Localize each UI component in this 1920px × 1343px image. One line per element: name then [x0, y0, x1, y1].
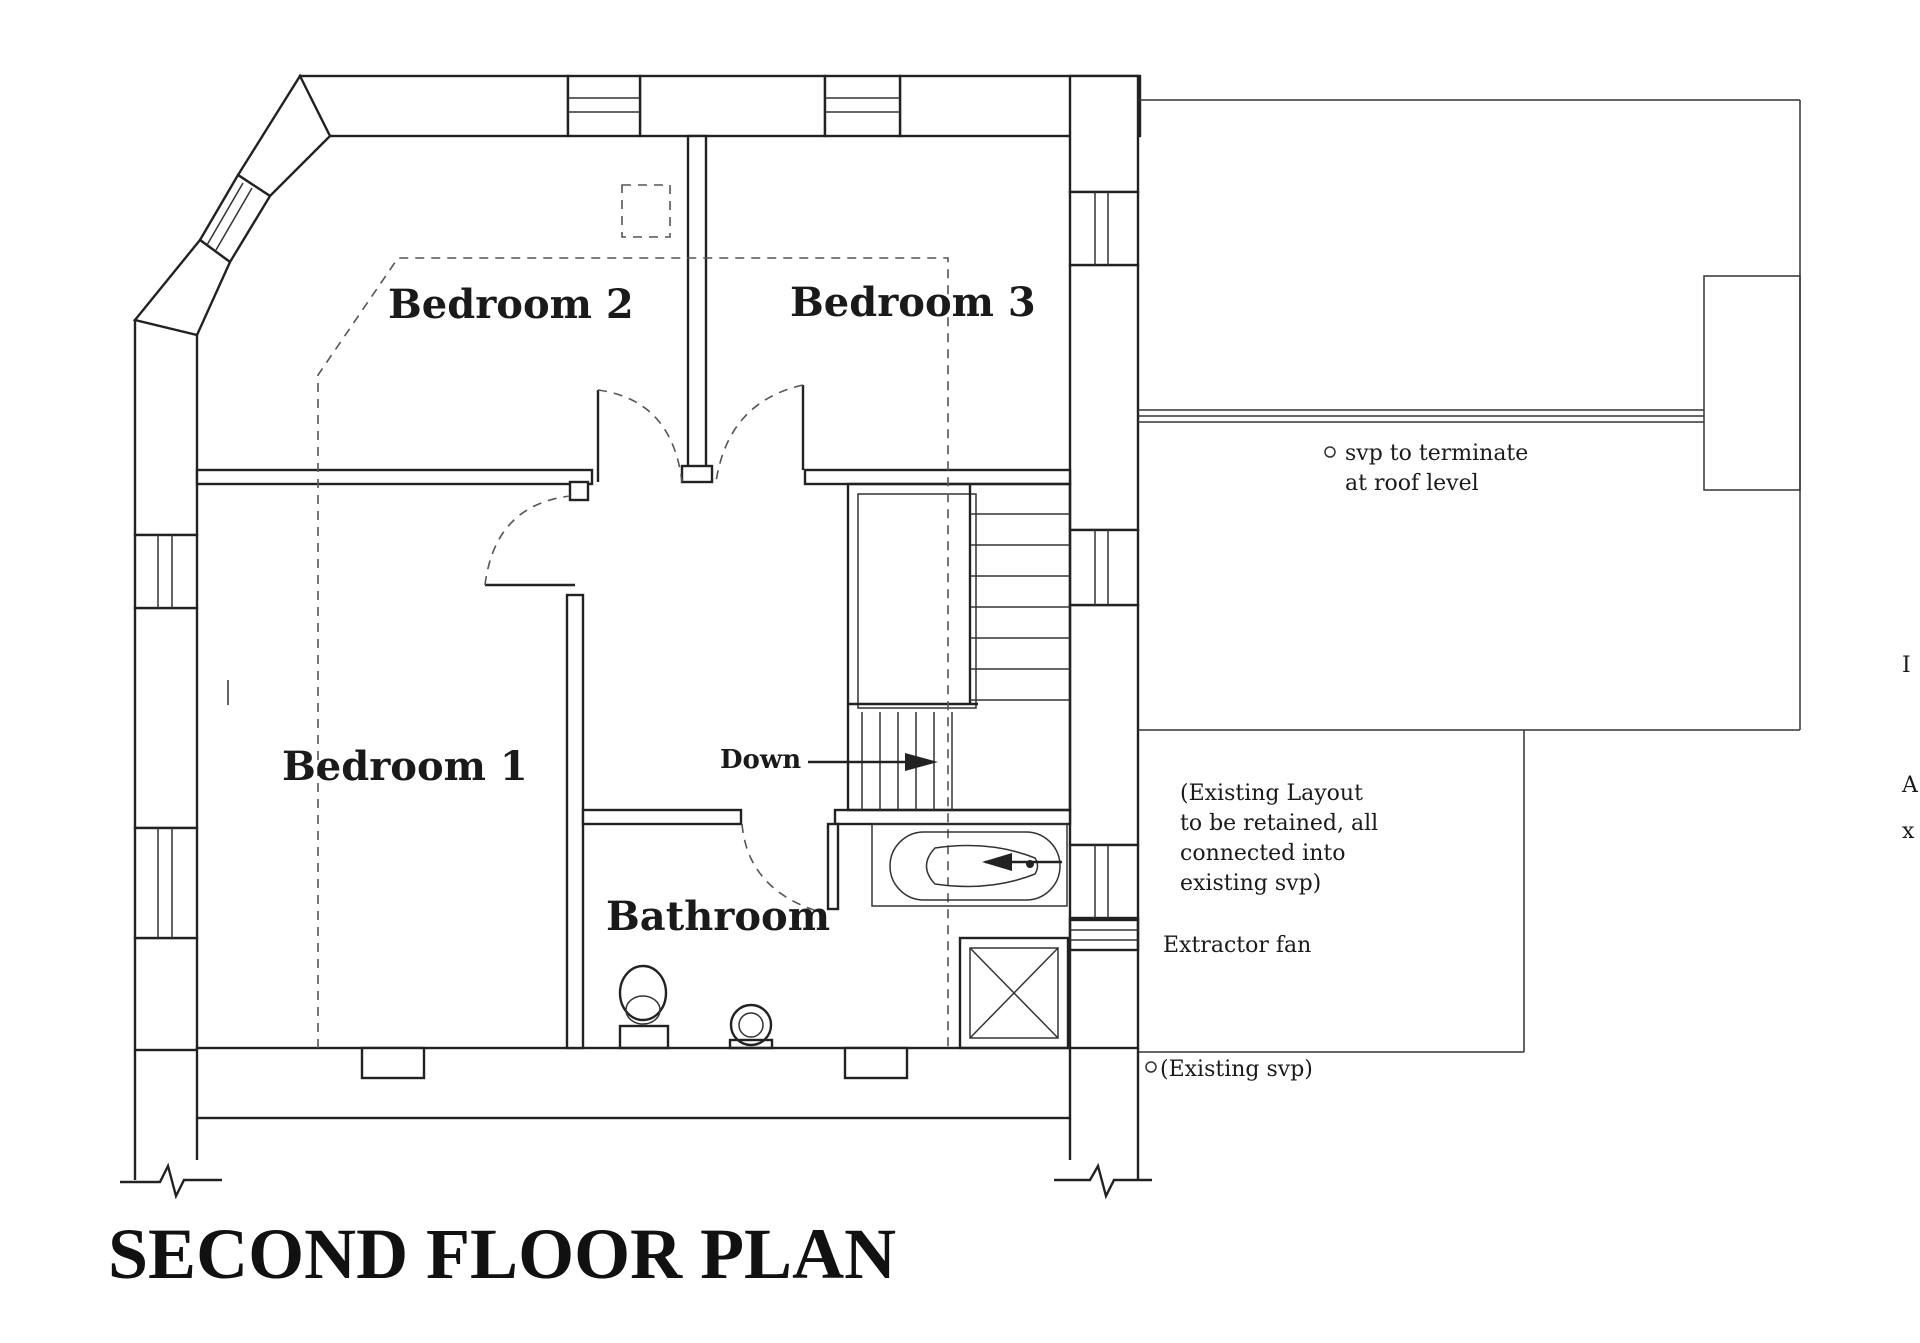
note-svp-terminate-line1: svp to terminate [1345, 441, 1528, 466]
note-extractor-fan: Extractor fan [1163, 933, 1311, 958]
toilet [618, 964, 670, 1050]
note-existing-svp: (Existing svp) [1160, 1057, 1313, 1082]
interior-walls [195, 134, 1072, 1080]
wash-basin [728, 1003, 774, 1050]
outer-walls [133, 74, 1142, 1120]
note-existing-layout-line2: to be retained, all [1180, 811, 1378, 836]
plan-title: SECOND FLOOR PLAN [108, 1214, 896, 1294]
edge-fragment-b: A [1901, 773, 1919, 798]
staircase [808, 482, 1072, 812]
chamfer-corner-walls [132, 73, 332, 337]
room-label-bedroom-3: Bedroom 3 [790, 279, 1036, 326]
note-existing-layout-line4: existing svp) [1180, 871, 1321, 896]
room-label-bathroom: Bathroom [606, 893, 830, 940]
bath [871, 823, 1068, 907]
windows [133, 74, 1140, 940]
roof-line-dashed [317, 257, 949, 1048]
adjoining-outlines [1138, 99, 1801, 1053]
note-existing-layout-line1: (Existing Layout [1180, 781, 1363, 806]
break-lines [120, 1048, 1152, 1200]
note-existing-layout-line3: connected into [1180, 841, 1345, 866]
shower-tray [958, 936, 1070, 1050]
note-svp-terminate-line2: at roof level [1345, 471, 1479, 496]
stairs-down-label: Down [720, 745, 801, 775]
room-label-bedroom-2: Bedroom 2 [388, 281, 634, 328]
edge-fragment-a: I [1902, 653, 1911, 678]
loft-hatch [621, 184, 671, 238]
extractor-fan [1068, 918, 1140, 952]
edge-fragment-c: x [1902, 819, 1915, 844]
svp-marker-roof [1324, 446, 1336, 458]
doors [484, 384, 821, 913]
svp-marker-existing [1145, 1061, 1157, 1073]
room-label-bedroom-1: Bedroom 1 [282, 743, 528, 790]
